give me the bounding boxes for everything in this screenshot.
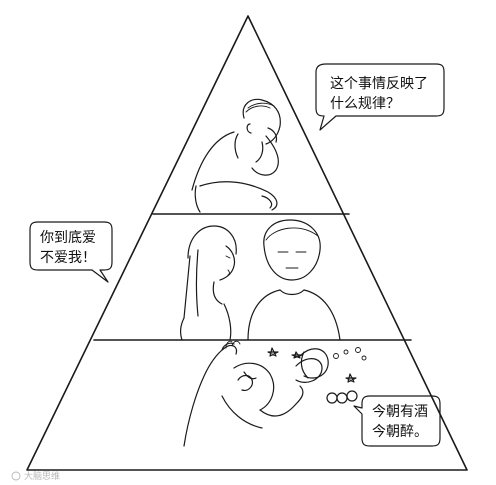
- speech-bubble-middle: 你到底爱 不爱我！: [29, 221, 113, 283]
- thinking-man: [191, 98, 281, 213]
- drunk-figure: [183, 340, 367, 447]
- man-figure: [247, 219, 341, 341]
- speech-bubble-bottom: 今朝有酒 今朝醉。: [353, 395, 441, 447]
- speech-middle-line-1: 你到底爱: [40, 230, 96, 246]
- speech-top-line-1: 这个事情反映了: [330, 75, 428, 92]
- speech-middle-line-2: 不爱我！: [40, 250, 96, 266]
- speech-bottom-line-2: 今朝醉。: [372, 424, 428, 440]
- pyramid-frame: [26, 15, 468, 471]
- watermark-text: 大脑思维: [24, 470, 60, 482]
- speech-bottom-line-1: 今朝有酒: [372, 404, 428, 420]
- watermark: 大脑思维: [11, 470, 60, 482]
- speech-bubble-top: 这个事情反映了 什么规律？: [315, 63, 445, 131]
- speech-top-line-2: 什么规律？: [330, 96, 400, 112]
- woman-figure: [180, 225, 237, 341]
